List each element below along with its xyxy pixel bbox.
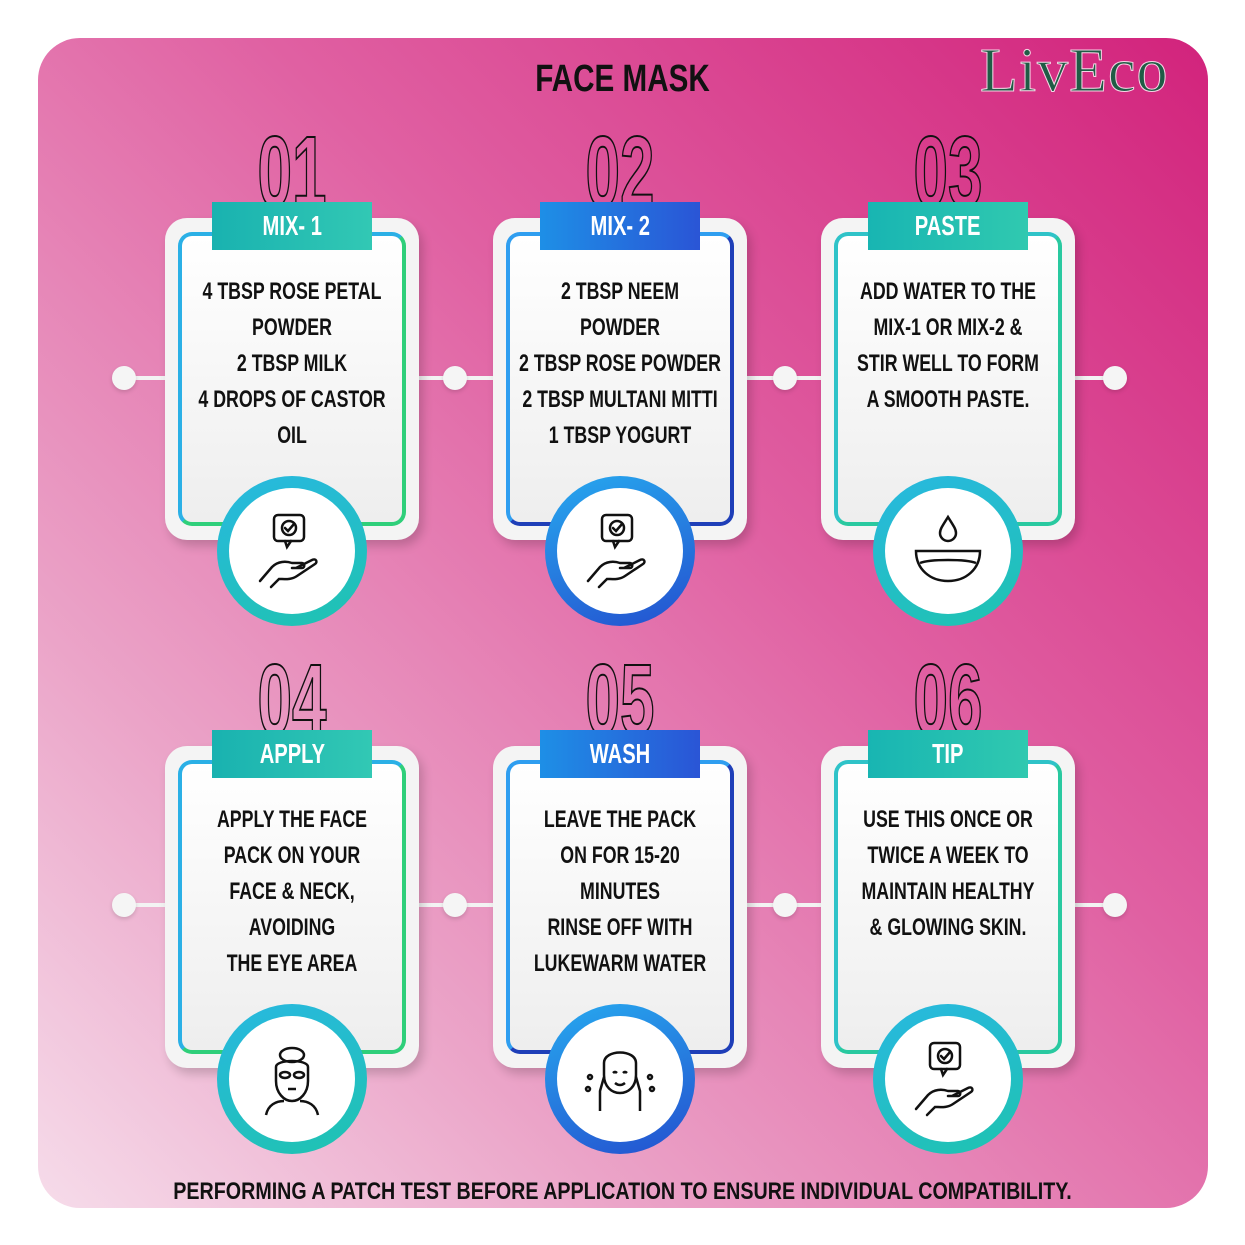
- hand-check-icon: [580, 509, 660, 594]
- connector-knob: [773, 893, 797, 917]
- connector-knob: [1103, 893, 1127, 917]
- face-mask-icon: [252, 1037, 332, 1122]
- step-text: USE THIS ONCE OR TWICE A WEEK TO MAINTAI…: [861, 806, 1035, 941]
- step-label: PASTE: [915, 210, 981, 241]
- connector-knob: [112, 366, 136, 390]
- step-label: TIP: [932, 738, 964, 769]
- step-icon-circle: [873, 476, 1023, 626]
- step-text: LEAVE THE PACK ON FOR 15-20 MINUTES RINS…: [533, 806, 707, 977]
- step-label: MIX- 1: [262, 210, 322, 241]
- step-card: TIP USE THIS ONCE OR TWICE A WEEK TO MAI…: [821, 730, 1075, 1068]
- step-label-ribbon: APPLY: [212, 730, 372, 778]
- step-icon-circle: [545, 476, 695, 626]
- connector-knob: [773, 366, 797, 390]
- step-label: WASH: [589, 738, 651, 769]
- brand-logo: LivEco: [980, 37, 1169, 106]
- footer-note: PERFORMING A PATCH TEST BEFORE APPLICATI…: [173, 1178, 1072, 1205]
- step-icon-circle: [873, 1004, 1023, 1154]
- step-card: MIX- 2 2 TBSP NEEM POWDER 2 TBSP ROSE PO…: [493, 202, 747, 540]
- step-icon-circle: [217, 476, 367, 626]
- step-label-ribbon: PASTE: [868, 202, 1028, 250]
- hand-check-icon: [252, 509, 332, 594]
- step-label: MIX- 2: [590, 210, 650, 241]
- connector-knob: [1103, 366, 1127, 390]
- page-title: FACE MASK: [535, 58, 710, 100]
- step-label-ribbon: WASH: [540, 730, 700, 778]
- step-label-ribbon: MIX- 2: [540, 202, 700, 250]
- step-card: APPLY APPLY THE FACE PACK ON YOUR FACE &…: [165, 730, 419, 1068]
- step-text: 2 TBSP NEEM POWDER 2 TBSP ROSE POWDER 2 …: [519, 278, 721, 449]
- step-text: APPLY THE FACE PACK ON YOUR FACE & NECK,…: [216, 806, 368, 977]
- step-label-ribbon: TIP: [868, 730, 1028, 778]
- face-wash-icon: [580, 1037, 660, 1122]
- step-label: APPLY: [259, 738, 325, 769]
- step-text: 4 TBSP ROSE PETAL POWDER 2 TBSP MILK 4 D…: [198, 278, 386, 449]
- step-text: ADD WATER TO THE MIX-1 OR MIX-2 & STIR W…: [857, 278, 1039, 413]
- step-label-ribbon: MIX- 1: [212, 202, 372, 250]
- step-icon-circle: [217, 1004, 367, 1154]
- connector-knob: [443, 893, 467, 917]
- connector-knob: [112, 893, 136, 917]
- bowl-drop-icon: [908, 509, 988, 594]
- hand-check-icon: [908, 1037, 988, 1122]
- step-icon-circle: [545, 1004, 695, 1154]
- connector-knob: [443, 366, 467, 390]
